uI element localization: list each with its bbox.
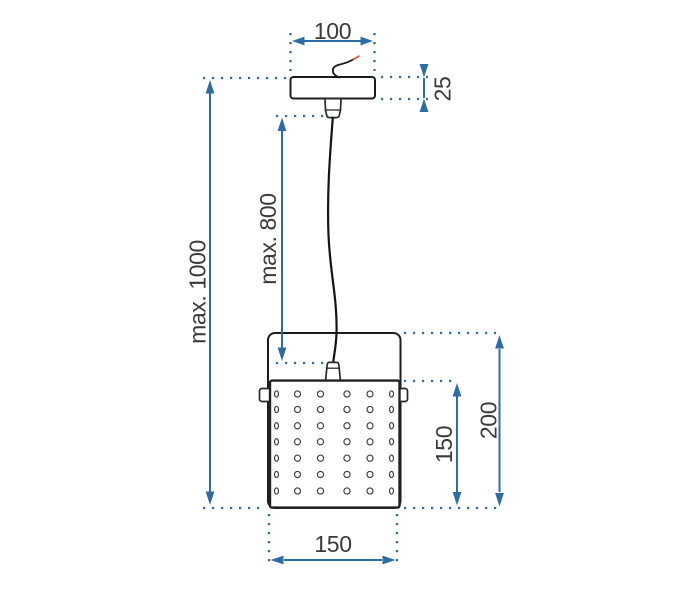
dim-max-total-height: max. 1000	[185, 76, 287, 510]
perforation-hole	[316, 390, 325, 398]
perforation-hole	[293, 422, 302, 430]
lamp	[258, 55, 409, 509]
perforation-hole	[366, 405, 374, 414]
arrowhead-bottom	[205, 491, 215, 505]
perforation-hole	[343, 422, 351, 430]
perforation-hole	[273, 422, 280, 430]
perforation-hole	[343, 390, 351, 398]
arrowhead-top	[277, 117, 287, 131]
perforation-hole	[343, 405, 351, 414]
cable	[326, 116, 338, 364]
perforation-hole	[316, 454, 325, 462]
perforation-hole	[343, 470, 351, 479]
perforation-hole	[366, 422, 374, 430]
perforation-hole	[316, 405, 325, 414]
arrowhead-bottom	[452, 492, 462, 506]
perforation-holes	[273, 390, 395, 495]
perforation-hole	[316, 470, 325, 479]
dim-label-shade-outer-height: 200	[476, 402, 502, 439]
dim-label-canopy-width: 100	[314, 18, 351, 44]
dim-max-cable-drop: max. 800	[255, 114, 326, 365]
ceiling-wire	[331, 58, 355, 79]
perforation-hole	[293, 438, 302, 446]
perforation-hole	[366, 487, 374, 495]
perforation-hole	[388, 405, 395, 414]
perforation-hole	[366, 454, 374, 462]
arrowhead-top	[419, 64, 429, 78]
perforation-hole	[366, 470, 374, 479]
perforation-hole	[293, 454, 302, 462]
perforation-hole	[366, 438, 374, 446]
arrowhead-bottom	[277, 347, 287, 361]
perforation-hole	[273, 470, 280, 479]
perforation-hole	[316, 422, 325, 430]
dim-label-max-cable-drop: max. 800	[255, 193, 281, 284]
dim-label-shade-inner-height: 150	[431, 426, 457, 463]
dim-label-shade-width: 150	[314, 531, 351, 557]
perforation-hole	[273, 390, 280, 398]
perforated-panel	[268, 379, 401, 509]
perforation-hole	[388, 390, 395, 398]
dim-shade-width: 150	[267, 514, 399, 568]
perforation-hole	[293, 405, 302, 414]
perforation-hole	[343, 454, 351, 462]
arrowhead-right	[382, 555, 396, 565]
perforation-hole	[316, 487, 325, 495]
dim-canopy-height: 25	[381, 64, 456, 112]
ceiling-canopy	[289, 76, 376, 100]
dim-shade-inner-height: 150	[404, 379, 462, 506]
perforation-hole	[273, 438, 280, 446]
arrowhead-top	[205, 80, 215, 94]
dim-label-max-total-height: max. 1000	[185, 240, 211, 344]
ceiling-wire-tip	[352, 55, 360, 61]
perforation-hole	[293, 470, 302, 479]
perforation-hole	[273, 487, 280, 495]
perforation-hole	[293, 487, 302, 495]
arrowhead-top	[495, 335, 504, 349]
perforation-hole	[343, 438, 351, 446]
perforation-hole	[388, 438, 395, 446]
arrowhead-top	[452, 383, 462, 397]
perforation-hole	[343, 487, 351, 495]
perforation-hole	[388, 454, 395, 462]
perforation-hole	[388, 487, 395, 495]
arrowhead-left	[270, 555, 284, 565]
arrowhead-bottom	[419, 98, 429, 112]
cord-grip	[324, 97, 342, 119]
dim-label-canopy-height: 25	[430, 77, 456, 102]
socket	[324, 361, 342, 382]
dim-canopy-width: 100	[289, 18, 376, 71]
dim-shade-outer-height: 200	[404, 331, 504, 510]
perforation-hole	[316, 438, 325, 446]
perforation-hole	[366, 390, 374, 398]
perforation-hole	[273, 454, 280, 462]
arrowhead-right	[360, 36, 373, 46]
dimensions: 100 25 max. 1000 max. 800	[185, 18, 504, 568]
perforation-hole	[388, 470, 395, 479]
arrowhead-left	[292, 36, 305, 46]
perforation-hole	[388, 422, 395, 430]
perforation-hole	[273, 405, 280, 414]
arrowhead-bottom	[495, 493, 504, 507]
perforation-hole	[293, 390, 302, 398]
